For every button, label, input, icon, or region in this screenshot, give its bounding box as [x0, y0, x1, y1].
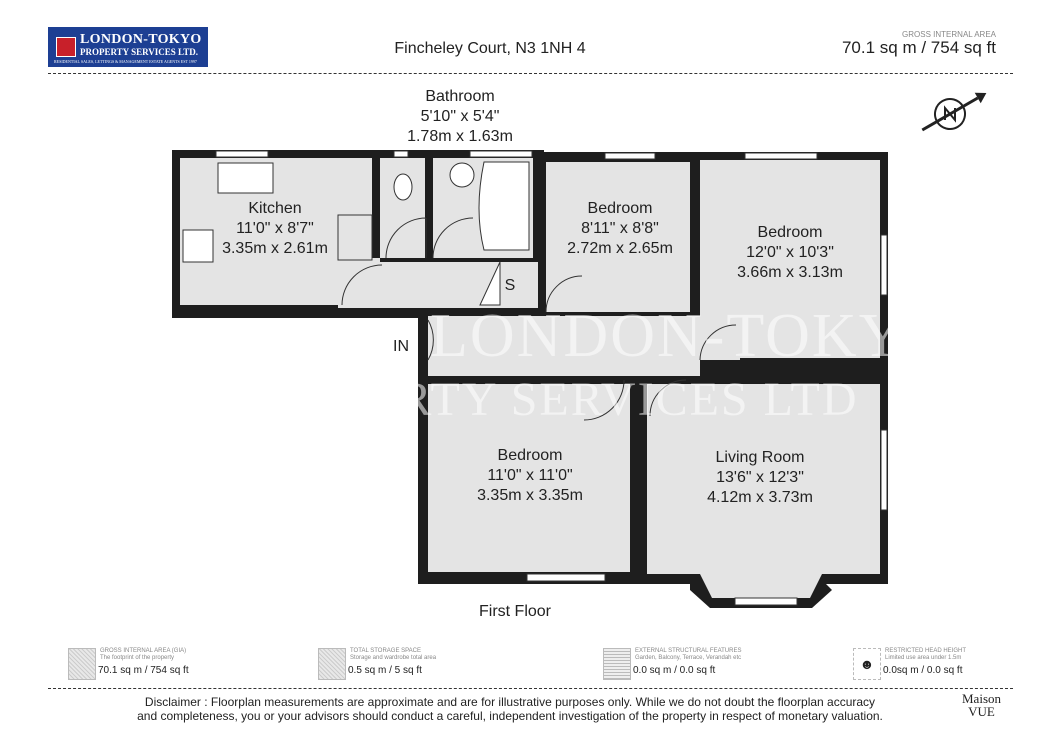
floor-label: First Floor [479, 603, 551, 620]
footer-divider [48, 688, 1013, 689]
header-divider [48, 73, 1013, 74]
watermark-line1: LONDON-TOKYO [430, 302, 953, 370]
storage-label: S [504, 277, 516, 294]
logo-line1: LONDON-TOKYO [80, 32, 202, 47]
crest-icon [56, 37, 76, 57]
logo-line3: RESIDENTIAL SALES, LETTINGS & MANAGEMENT… [54, 59, 197, 64]
person-icon: ☻ [853, 648, 881, 680]
windows [215, 150, 888, 606]
compass-icon [921, 92, 987, 132]
entrance-label: IN [393, 338, 409, 355]
company-logo: LONDON-TOKYO PROPERTY SERVICES LTD. RESI… [48, 27, 208, 67]
disclaimer: Disclaimer : Floorplan measurements are … [137, 695, 883, 723]
storage-swatch-icon [318, 648, 346, 680]
fixtures [182, 161, 737, 421]
grid-swatch-icon [603, 648, 631, 680]
logo-line2: PROPERTY SERVICES LTD. [80, 47, 198, 57]
gia-value: 70.1 sq m / 754 sq ft [841, 38, 996, 57]
hatch-swatch-icon [68, 648, 96, 680]
watermark-line2: PROPERTY SERVICES LTD [240, 373, 859, 426]
property-title: Fincheley Court, N3 1NH 4 [394, 40, 586, 57]
gia-label: GROSS INTERNAL AREA [902, 30, 996, 39]
